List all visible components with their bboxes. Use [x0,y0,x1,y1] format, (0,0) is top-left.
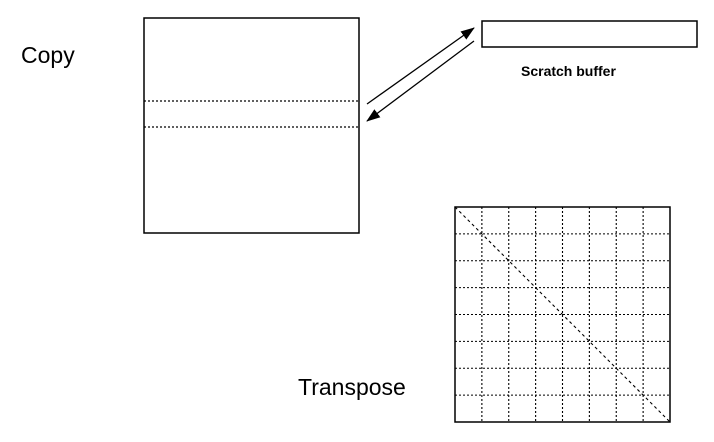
grid-diagonal [454,206,671,423]
transpose-matrix-border [454,206,671,423]
copy-label: Copy [21,42,75,68]
transpose-grid [454,206,671,423]
copy-matrix [143,17,360,234]
scratch-buffer-label: Scratch buffer [521,63,616,79]
scratch-buffer-box [481,20,698,48]
arrow-from-scratch-buffer [366,40,475,122]
transpose-label: Transpose [298,374,406,400]
arrow-to-scratch-buffer [366,27,475,105]
